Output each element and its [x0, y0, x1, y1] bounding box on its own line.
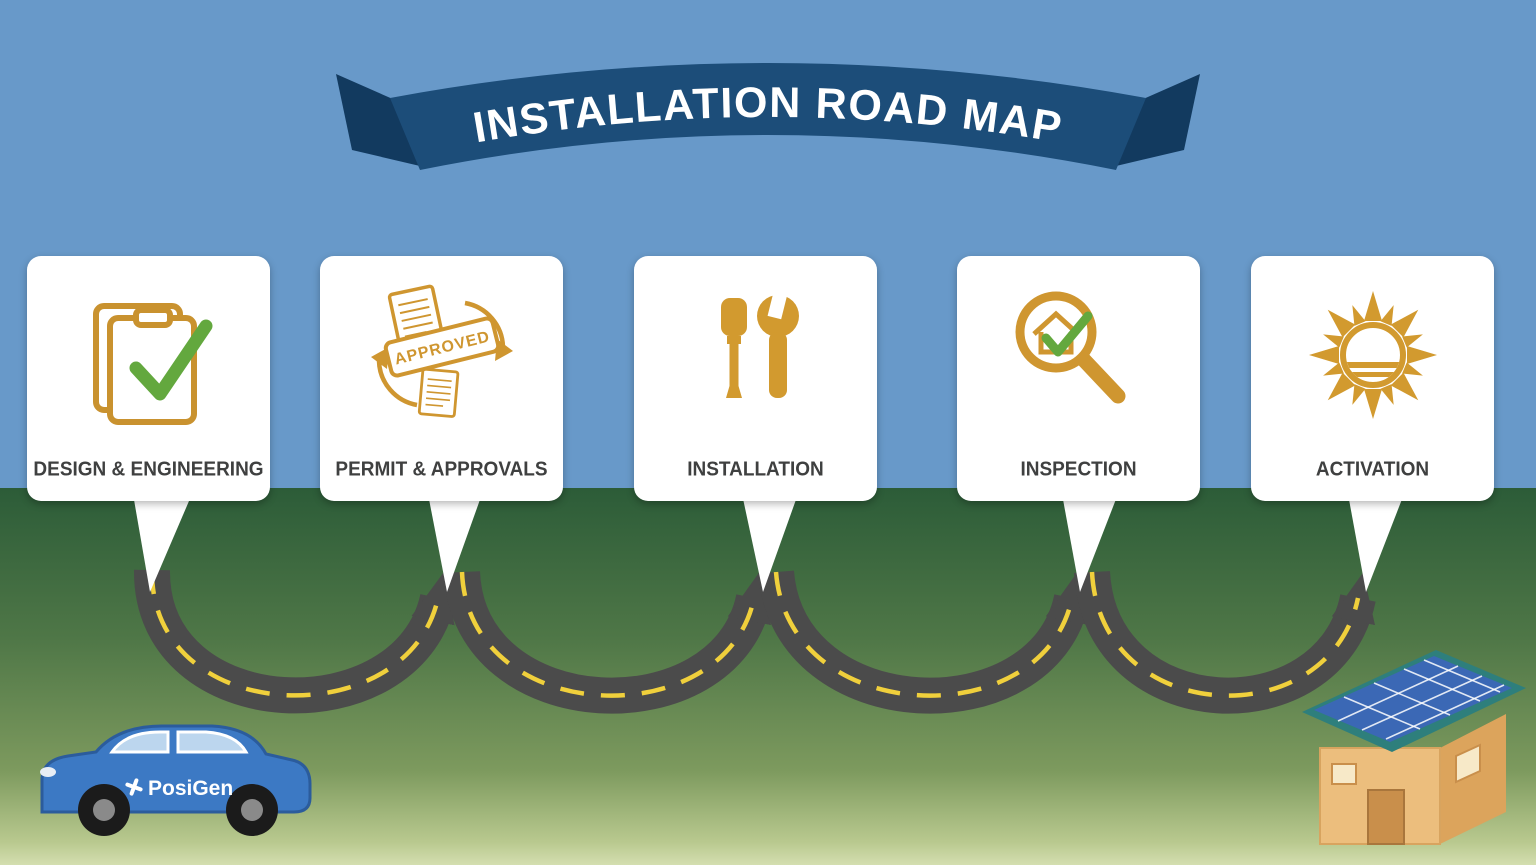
house-side-wall — [1440, 714, 1506, 844]
title-banner: INSTALLATION ROAD MAP — [336, 63, 1200, 170]
card-tails — [133, 494, 1404, 592]
step-label: PERMIT & APPROVALS — [335, 458, 548, 481]
step-card-installation: INSTALLATION — [634, 256, 877, 501]
step-card-inspection: INSPECTION — [957, 256, 1200, 501]
step-label: INSTALLATION — [687, 458, 824, 481]
posigen-car-illustration: PosiGen — [40, 724, 312, 836]
step-card-permit-approvals: APPROVED PERMIT & APPROVALS — [320, 256, 563, 501]
banner-left-fold — [336, 74, 420, 166]
banner-ribbon — [390, 63, 1146, 170]
posigen-logo-icon — [125, 778, 143, 796]
step-label: ACTIVATION — [1315, 458, 1430, 481]
car-front-window — [176, 730, 249, 754]
step-card-activation: ACTIVATION — [1251, 256, 1494, 501]
solar-house-illustration — [1302, 650, 1526, 845]
house-side-window — [1455, 743, 1481, 784]
road-center-dashes — [149, 569, 1361, 698]
solar-panel-grid — [1337, 659, 1505, 740]
car-hubcap — [93, 799, 115, 821]
documents-approved-icon: APPROVED — [320, 272, 563, 437]
clipboard-check-icon — [27, 272, 270, 437]
sun-icon — [1251, 272, 1494, 437]
car-hubcap — [241, 799, 263, 821]
screwdriver — [720, 297, 747, 398]
winding-road — [133, 569, 1376, 714]
car-headlight — [40, 767, 56, 777]
step-label: DESIGN & ENGINEERING — [33, 458, 264, 481]
house-window — [1331, 763, 1357, 785]
magnifier-house-icon — [957, 272, 1200, 437]
car-brand-text: PosiGen — [148, 777, 233, 800]
step-label: INSPECTION — [1020, 458, 1137, 481]
banner-right-fold — [1116, 74, 1200, 166]
screwdriver-wrench-icon — [634, 272, 877, 437]
car-rear-window — [109, 730, 170, 754]
step-card-design-engineering: DESIGN & ENGINEERING — [27, 256, 270, 501]
wrench — [756, 286, 799, 398]
house-door — [1367, 789, 1405, 845]
